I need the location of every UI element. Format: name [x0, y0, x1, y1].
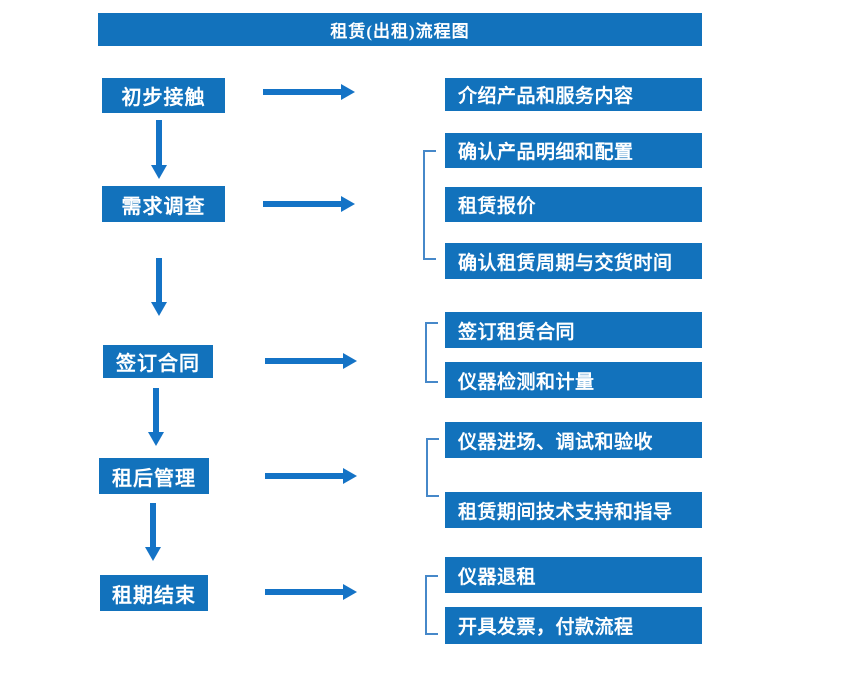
flowchart-title: 租赁(出租)流程图: [98, 13, 702, 46]
step-sign-contract: 签订合同: [103, 345, 213, 378]
detail-sign-rental-contract: 签订租赁合同: [445, 312, 702, 348]
step-post-rental-management: 租后管理: [99, 458, 209, 494]
down-arrow-1: [156, 120, 162, 165]
group-bracket-post-rental-management: [426, 438, 439, 497]
detail-instrument-inspection-metering: 仪器检测和计量: [445, 362, 702, 398]
detail-rental-period-tech-support-guidance: 租赁期间技术支持和指导: [445, 492, 702, 528]
right-arrow-4: [265, 473, 343, 479]
down-arrow-3: [153, 388, 159, 432]
down-arrow-4: [150, 503, 156, 547]
detail-introduce-products-services: 介绍产品和服务内容: [445, 78, 702, 111]
down-arrow-2: [156, 258, 162, 302]
right-arrow-5: [265, 589, 343, 595]
detail-instrument-return: 仪器退租: [445, 557, 702, 593]
detail-confirm-rental-period-delivery-time: 确认租赁周期与交货时间: [445, 243, 702, 279]
detail-instrument-arrival-debugging-acceptance: 仪器进场、调试和验收: [445, 422, 702, 458]
step-lease-end: 租期结束: [100, 575, 208, 611]
right-arrow-1: [263, 89, 341, 95]
step-initial-contact: 初步接触: [102, 78, 225, 113]
group-bracket-sign-contract: [425, 322, 438, 383]
detail-confirm-product-details-config: 确认产品明细和配置: [445, 133, 702, 168]
detail-rental-quote: 租赁报价: [445, 187, 702, 222]
group-bracket-demand-survey: [423, 150, 436, 260]
right-arrow-3: [265, 358, 343, 364]
detail-invoice-payment-process: 开具发票，付款流程: [445, 607, 702, 644]
step-demand-survey: 需求调查: [102, 186, 225, 222]
right-arrow-2: [263, 201, 341, 207]
group-bracket-lease-end: [425, 575, 438, 635]
